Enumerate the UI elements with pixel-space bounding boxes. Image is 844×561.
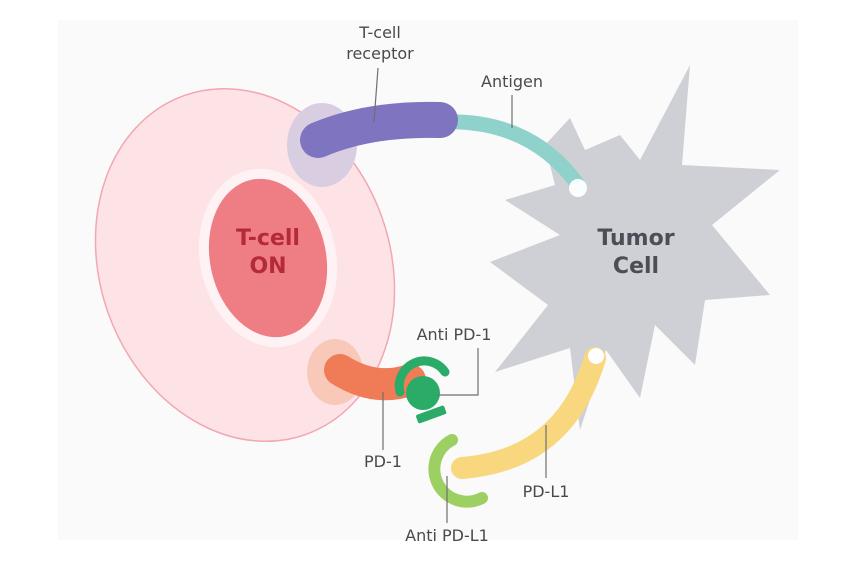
label-tcell-receptor-line2: receptor [346, 44, 414, 63]
label-antigen: Antigen [481, 72, 543, 91]
antigen-molecule [432, 114, 586, 193]
antigen-binding-site [569, 179, 587, 197]
anti-pd1-antibody-base [416, 405, 447, 424]
label-anti-pd1: Anti PD-1 [417, 325, 492, 344]
leader-tcell-receptor [373, 67, 379, 123]
t-cell-label-line2: ON [249, 254, 286, 279]
anti-pd-l1-antibody [428, 434, 488, 508]
label-pd-l1: PD-L1 [523, 482, 570, 501]
t-cell-nucleus [208, 178, 328, 338]
label-tcell-receptor-line1: T-cell [358, 23, 401, 42]
t-cell-receptor [300, 101, 458, 158]
anti-pd1-antibody [406, 376, 440, 410]
tumor-cell-label-line1: Tumor [597, 226, 674, 251]
pd-l1-ligand [451, 347, 606, 479]
anti-pd1-antibody-arm [394, 356, 450, 397]
t-cell-label-line1: T-cell [236, 226, 300, 251]
leader-anti-pd1 [438, 348, 479, 396]
pd-l1-binding-site [588, 348, 604, 364]
label-pd1: PD-1 [364, 452, 402, 471]
label-anti-pd-l1: Anti PD-L1 [405, 526, 489, 545]
tumor-cell-label-line2: Cell [613, 254, 659, 279]
